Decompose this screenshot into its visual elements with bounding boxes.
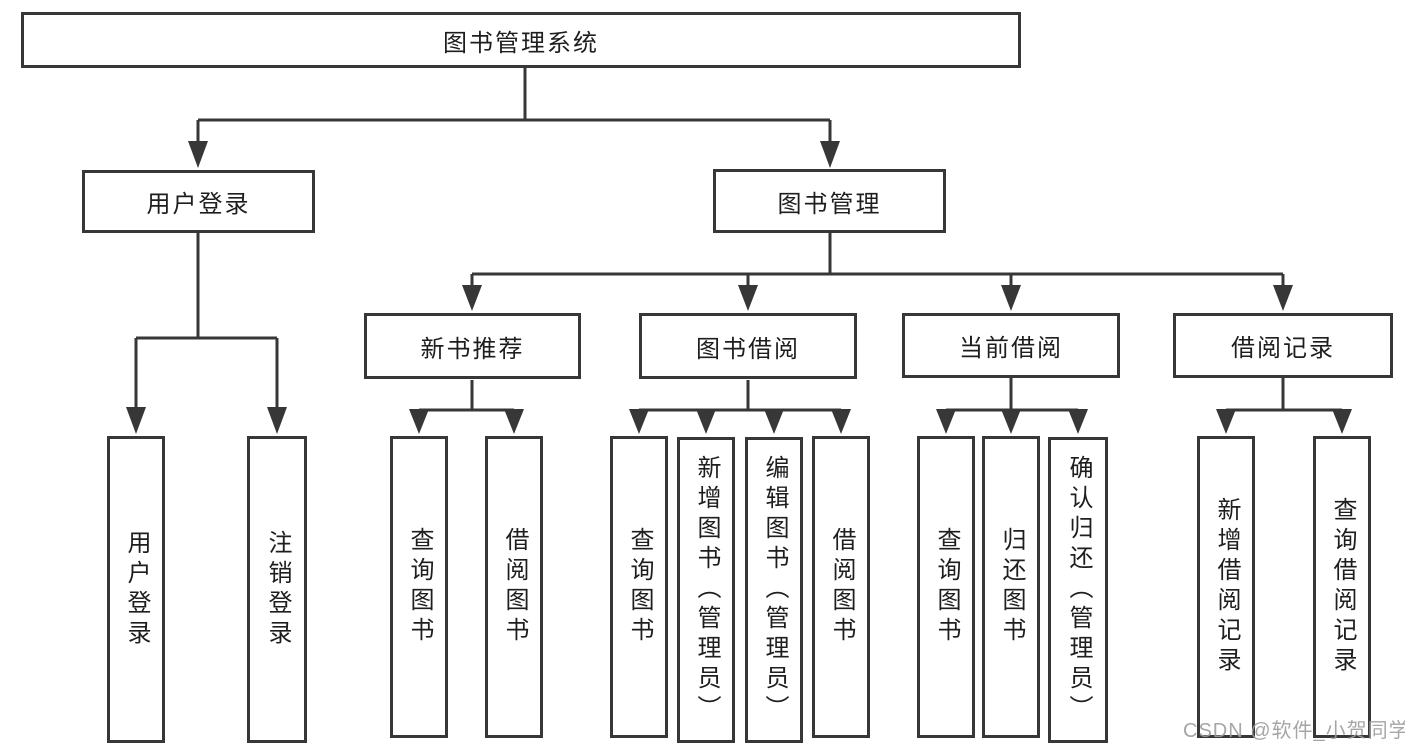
arrow-down-icon — [831, 409, 851, 434]
arrow-down-icon — [1001, 409, 1021, 434]
node-leaf-query-books-2: 查询图书 — [610, 436, 668, 738]
arrow-down-icon — [738, 285, 758, 311]
connector-root — [188, 68, 840, 168]
arrow-down-icon — [126, 407, 146, 434]
connector-user-login — [126, 233, 287, 434]
node-leaf-logout: 注销登录 — [247, 436, 307, 743]
arrow-down-icon — [936, 409, 956, 434]
arrow-down-icon — [1216, 409, 1236, 434]
node-leaf-borrow-books-1: 借阅图书 — [485, 436, 543, 738]
arrow-down-icon — [462, 285, 482, 311]
connector-new-book — [409, 380, 524, 434]
arrow-down-icon — [1068, 409, 1088, 434]
node-book-borrow: 图书借阅 — [639, 313, 857, 379]
arrow-down-icon — [188, 141, 208, 168]
node-leaf-add-books-admin: 新增图书（管理员） — [677, 437, 735, 743]
node-leaf-query-borrow-record: 查询借阅记录 — [1313, 436, 1371, 738]
node-new-book-recommend: 新书推荐 — [364, 313, 581, 379]
connector-current-borrow — [936, 377, 1088, 434]
node-leaf-borrow-books-2: 借阅图书 — [812, 436, 870, 738]
watermark: CSDN @软件_小贺同学 — [1183, 720, 1405, 742]
node-leaf-return-books: 归还图书 — [982, 436, 1040, 738]
node-leaf-query-books-1: 查询图书 — [390, 436, 448, 738]
connector-book-borrow — [629, 380, 851, 434]
node-current-borrow: 当前借阅 — [902, 313, 1120, 378]
arrow-down-icon — [1332, 409, 1352, 434]
node-leaf-user-login: 用户登录 — [107, 436, 165, 743]
node-leaf-query-books-3: 查询图书 — [917, 436, 975, 738]
connector-borrow-records — [1216, 377, 1352, 434]
arrow-down-icon — [820, 141, 840, 168]
node-root: 图书管理系统 — [21, 12, 1021, 68]
arrow-down-icon — [1273, 285, 1293, 311]
arrow-down-icon — [764, 409, 784, 434]
arrow-down-icon — [267, 407, 287, 434]
arrow-down-icon — [696, 409, 716, 434]
arrow-down-icon — [629, 409, 649, 434]
arrow-down-icon — [409, 409, 429, 434]
arrow-down-icon — [1001, 285, 1021, 311]
arrow-down-icon — [504, 409, 524, 434]
node-leaf-edit-books-admin: 编辑图书（管理员） — [745, 437, 803, 743]
node-borrow-records: 借阅记录 — [1173, 313, 1393, 378]
node-leaf-add-borrow-record: 新增借阅记录 — [1197, 436, 1255, 738]
node-leaf-confirm-return-admin: 确认归还（管理员） — [1048, 437, 1108, 743]
node-user-login: 用户登录 — [82, 170, 315, 233]
node-book-management: 图书管理 — [713, 169, 946, 233]
connector-book-management — [462, 233, 1293, 311]
